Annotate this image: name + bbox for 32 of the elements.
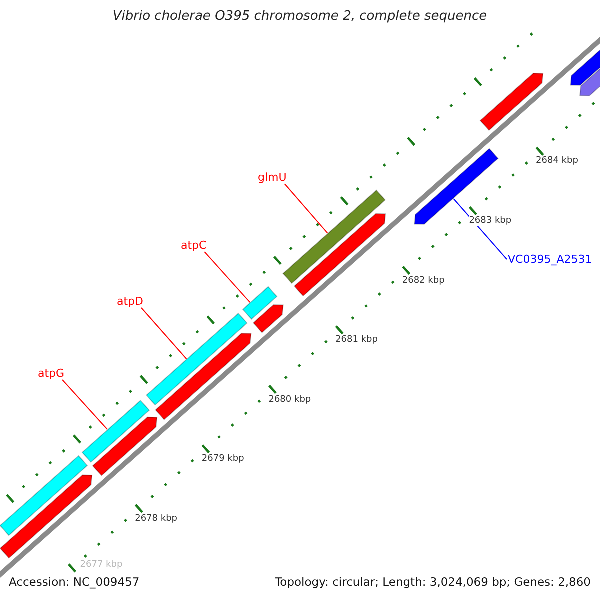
scale-label: 2683 kbp: [469, 216, 512, 226]
gene-label: VC0395_A2531: [508, 253, 592, 266]
footer-text: Topology: circular; Length: 3,024,069 bp; Genes: 2,860: [275, 575, 591, 589]
leader-line: [284, 184, 328, 234]
footer-text: Accession: NC_009457: [9, 575, 140, 589]
gene-bar: [146, 312, 248, 406]
gene-bar: [242, 286, 278, 320]
gene-bar: [480, 73, 544, 132]
gene-label: glmU: [258, 171, 287, 184]
scale-label: 2680 kbp: [268, 394, 312, 405]
gene-bar: [82, 400, 150, 463]
gene-bar: [92, 416, 158, 476]
gene-bar: [155, 333, 252, 420]
gene-bar: [282, 190, 386, 284]
scale-label: 2678 kbp: [135, 514, 178, 524]
gene-label: atpC: [181, 239, 207, 252]
gene-bar: [0, 455, 88, 536]
scale-label: 2679 kbp: [202, 454, 244, 464]
leader-line: [453, 198, 508, 260]
leader-line: [141, 308, 188, 360]
gene-label: atpG: [38, 367, 65, 380]
gene-label: atpD: [117, 295, 144, 308]
gene-bar: [252, 304, 284, 334]
scale-label: 2682 kbp: [402, 276, 445, 286]
gene-bar: [294, 213, 386, 297]
scale-label: 2684 kbp: [536, 156, 578, 166]
leader-line: [204, 252, 251, 304]
diagram-title: Vibrio cholerae O395 chromosome 2, complete sequence: [112, 9, 488, 24]
scale-label: 2677 kbp: [80, 560, 123, 570]
gene-bar: [0, 474, 93, 559]
leader-line: [62, 380, 108, 430]
scale-label: 2681 kbp: [336, 335, 378, 346]
